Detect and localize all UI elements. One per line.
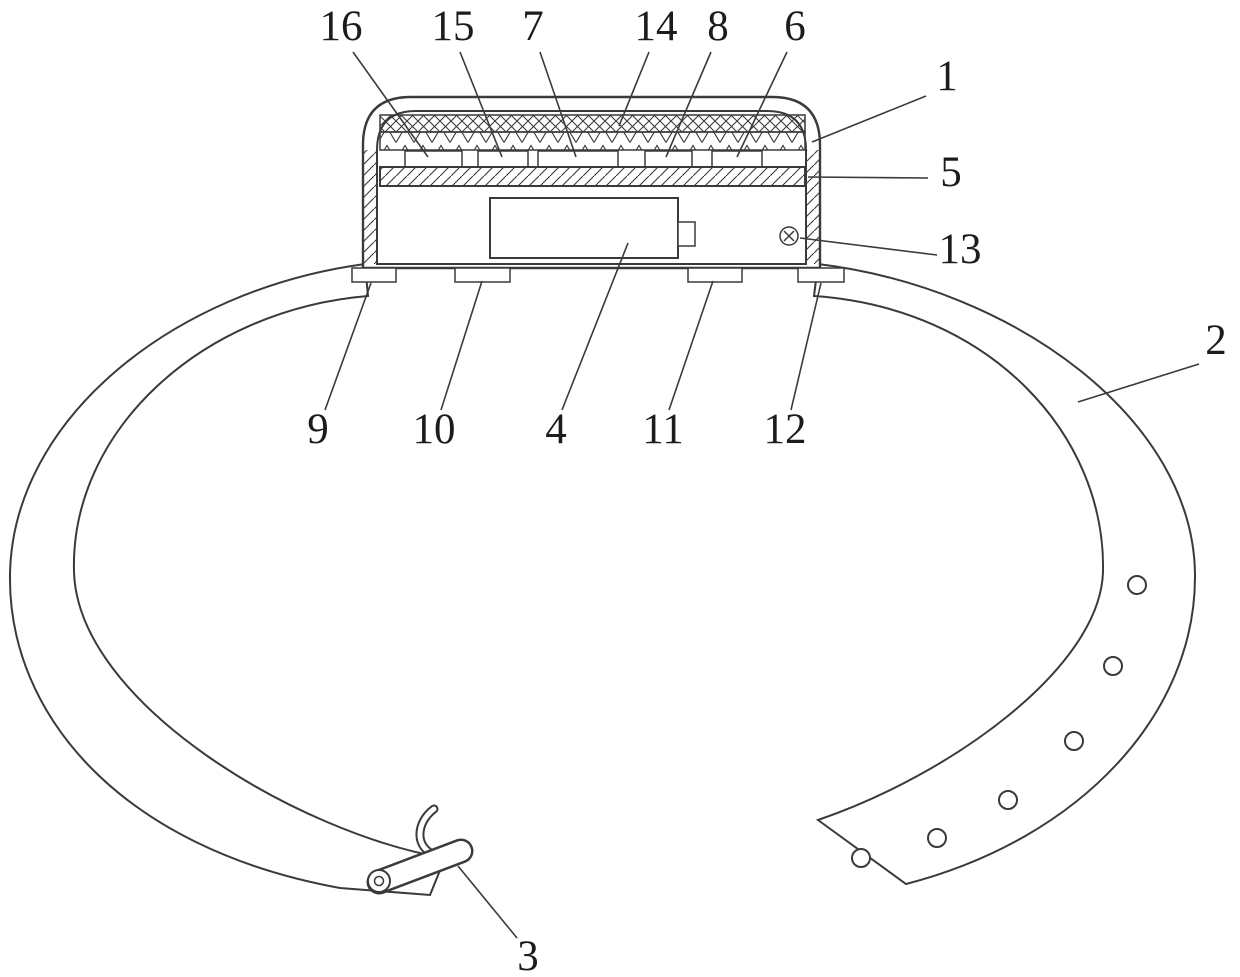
strap-holes xyxy=(851,575,1147,868)
strap-hole xyxy=(927,828,947,848)
clasp-pivot xyxy=(367,869,391,893)
leader-line-7 xyxy=(539,51,577,158)
strap-hole xyxy=(851,848,871,868)
leader-line-8 xyxy=(665,51,712,158)
clasp-pivot-pin xyxy=(373,875,385,887)
band-left-segment xyxy=(8,262,447,897)
component-6 xyxy=(711,150,763,168)
part-label-11: 11 xyxy=(642,406,683,453)
leader-line-10 xyxy=(440,280,483,411)
casing-right-wall-hatch xyxy=(807,150,819,264)
leader-line-6 xyxy=(736,51,788,158)
component-row xyxy=(404,150,763,168)
strap-hole xyxy=(998,790,1018,810)
part-label-5: 5 xyxy=(940,149,962,196)
part-label-1: 1 xyxy=(936,53,958,100)
leader-line-11 xyxy=(668,280,714,411)
leader-line-12 xyxy=(790,282,822,411)
part-label-7: 7 xyxy=(522,3,544,50)
leader-line-1 xyxy=(811,95,927,143)
band-right-segment xyxy=(812,262,1197,886)
mount-11 xyxy=(687,267,743,283)
leader-line-16 xyxy=(352,51,429,158)
part-label-9: 9 xyxy=(307,406,329,453)
part-label-12: 12 xyxy=(764,406,807,453)
part-label-2: 2 xyxy=(1205,317,1227,364)
part-label-4: 4 xyxy=(545,406,567,453)
leader-line-13 xyxy=(799,237,938,256)
leader-line-5 xyxy=(807,176,929,179)
mount-10 xyxy=(454,267,511,283)
leader-line-15 xyxy=(459,51,503,158)
strap-hole xyxy=(1127,575,1147,595)
part-label-8: 8 xyxy=(707,3,729,50)
part-label-10: 10 xyxy=(413,406,456,453)
leader-line-9 xyxy=(324,282,372,411)
cushion-zigzag-layer xyxy=(379,131,806,151)
part-label-6: 6 xyxy=(784,3,806,50)
component-7 xyxy=(537,150,619,168)
part-label-16: 16 xyxy=(320,3,363,50)
top-glass-layer xyxy=(379,114,806,133)
mount-row xyxy=(351,267,845,283)
clasp-bar-fill xyxy=(369,841,471,892)
battery xyxy=(489,197,679,259)
mount-12 xyxy=(797,267,845,283)
part-label-15: 15 xyxy=(432,3,475,50)
part-label-13: 13 xyxy=(939,226,982,273)
screw-cross xyxy=(783,230,795,242)
component-8 xyxy=(644,150,693,168)
strap-hole xyxy=(1064,731,1084,751)
component-15 xyxy=(477,150,529,168)
circuit-plate xyxy=(379,166,806,187)
leader-line-3 xyxy=(457,865,518,939)
strap-hole xyxy=(1103,656,1123,676)
battery-terminal xyxy=(677,221,696,247)
leader-line-14 xyxy=(618,51,650,127)
mount-9 xyxy=(351,267,397,283)
component-16 xyxy=(404,150,463,168)
part-label-14: 14 xyxy=(635,3,678,50)
leader-line-2 xyxy=(1077,363,1200,403)
clasp-assembly xyxy=(366,804,474,895)
casing-left-wall-hatch xyxy=(364,150,377,264)
leader-line-4 xyxy=(561,242,629,411)
part-label-3: 3 xyxy=(517,933,539,977)
